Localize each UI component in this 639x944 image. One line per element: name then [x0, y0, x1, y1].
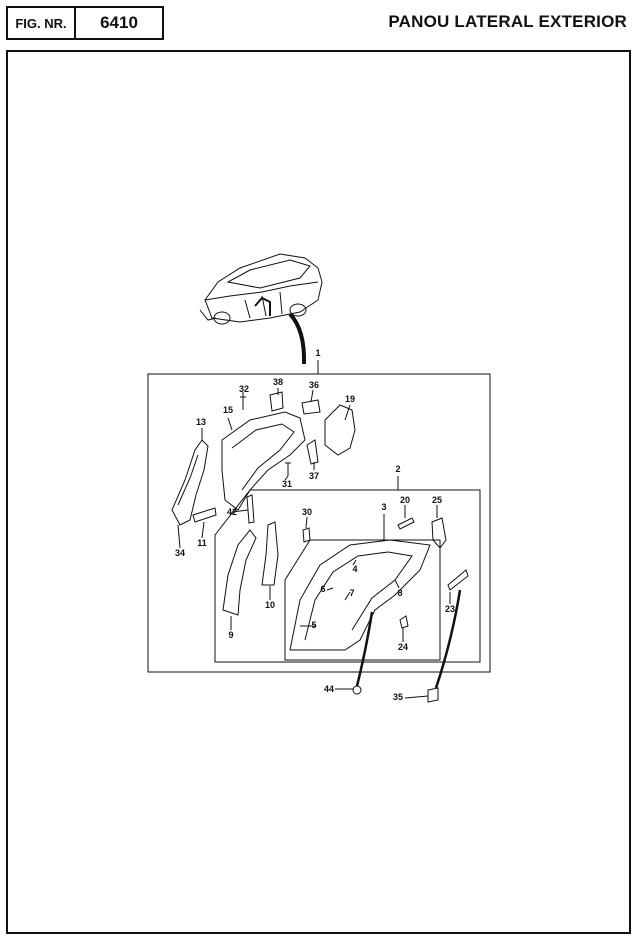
part-15-inner-panel [221, 411, 306, 511]
callout-7: 7 [349, 588, 354, 598]
part-36-bracket [301, 399, 321, 415]
part-3-side-outer [289, 539, 431, 651]
part-42-strip [246, 494, 255, 524]
callout-6: 6 [320, 584, 325, 594]
callout-23: 23 [445, 604, 455, 614]
callout-4: 4 [352, 564, 357, 574]
callout-15: 15 [223, 405, 233, 415]
callout-31: 31 [282, 479, 292, 489]
callout-19: 19 [345, 394, 355, 404]
assembly-box-2 [214, 489, 481, 663]
car-overview-illustration [199, 253, 323, 325]
callout-25: 25 [432, 495, 442, 505]
callout-5: 5 [311, 620, 316, 630]
part-20-clip [397, 517, 415, 530]
part-10-b-pillar-outer [261, 521, 279, 586]
callout-38: 38 [273, 377, 283, 387]
part-38-bracket [269, 391, 284, 412]
page-title: PANOU LATERAL EXTERIOR [388, 12, 627, 31]
callout-44: 44 [324, 684, 334, 694]
assembly-box-1 [147, 373, 491, 673]
part-44-plug [352, 685, 362, 695]
callout-35: 35 [393, 692, 403, 702]
fig-number: 6410 [74, 6, 164, 40]
part-30-clip [302, 527, 311, 543]
part-9-b-pillar [222, 529, 257, 616]
callout-24: 24 [398, 642, 408, 652]
callout-9: 9 [228, 630, 233, 640]
callout-34: 34 [175, 548, 185, 558]
assembly-box-3 [284, 539, 441, 661]
callout-2: 2 [395, 464, 400, 474]
callout-13: 13 [196, 417, 206, 427]
callout-20: 20 [400, 495, 410, 505]
part-25-bracket [431, 517, 447, 549]
car-leader-arrow [288, 312, 307, 365]
diagram-frame [6, 50, 631, 934]
callout-11: 11 [197, 538, 207, 548]
callout-36: 36 [309, 380, 319, 390]
part-11-reinforcement [192, 507, 217, 523]
part-35-cover [427, 687, 439, 703]
callout-1: 1 [315, 348, 320, 358]
part-37-gusset [306, 439, 319, 465]
part-24-clip [399, 615, 409, 629]
part-23-strip [447, 569, 469, 591]
callout-10: 10 [265, 600, 275, 610]
callout-8: 8 [397, 588, 402, 598]
callout-30: 30 [302, 507, 312, 517]
part-13-pillar [171, 439, 209, 526]
part-19-rear-inner [324, 404, 356, 456]
callout-3: 3 [381, 502, 386, 512]
callout-42: 42 [227, 507, 237, 517]
callout-32: 32 [239, 384, 249, 394]
callout-37: 37 [309, 471, 319, 481]
